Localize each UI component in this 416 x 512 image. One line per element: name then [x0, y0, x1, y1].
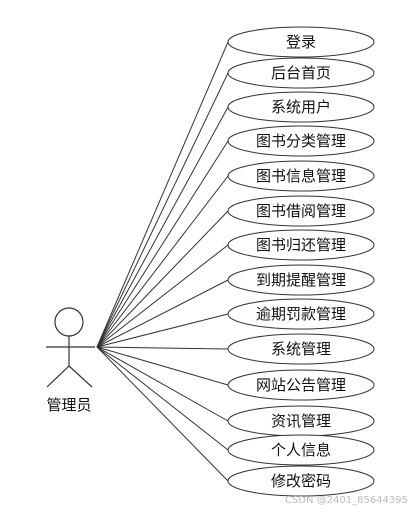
use-case: 资讯管理 — [227, 405, 375, 437]
use-case-label: 图书借阅管理 — [256, 202, 346, 220]
use-case-ellipse — [227, 125, 375, 157]
use-case-label: 系统管理 — [271, 340, 331, 358]
use-case: 逾期罚款管理 — [227, 298, 375, 330]
use-case-ellipse — [227, 57, 375, 89]
actor: 管理员 — [46, 307, 95, 414]
use-case-label: 修改密码 — [271, 472, 331, 490]
association-line — [96, 140, 229, 348]
use-case-label: 网站公告管理 — [256, 376, 346, 394]
use-case-label: 图书分类管理 — [256, 132, 346, 150]
use-case-ellipse — [227, 195, 375, 227]
use-case: 图书分类管理 — [227, 125, 375, 157]
use-case: 修改密码 — [227, 465, 375, 497]
association-line — [96, 346, 229, 386]
use-case-label: 逾期罚款管理 — [256, 305, 346, 323]
use-case: 到期提醒管理 — [227, 264, 375, 296]
association-line — [96, 346, 229, 482]
use-case-ellipse — [227, 264, 375, 296]
use-case-label: 系统用户 — [271, 98, 331, 116]
use-case-ellipse — [227, 465, 375, 497]
actor-left-leg — [46, 365, 70, 388]
use-case-label: 到期提醒管理 — [256, 271, 346, 289]
use-case-ellipse — [227, 369, 375, 401]
use-case-label: 图书归还管理 — [256, 236, 346, 254]
watermark-text: CSDN @2401_85644395 — [285, 495, 408, 506]
use-case-ellipse — [227, 333, 375, 365]
actor-label: 管理员 — [46, 396, 91, 414]
association-line — [96, 346, 229, 422]
association-line — [96, 175, 229, 348]
association-line — [96, 346, 229, 451]
use-case: 网站公告管理 — [227, 369, 375, 401]
use-case-ellipse — [227, 434, 375, 466]
association-line — [96, 313, 229, 348]
use-case: 系统用户 — [227, 91, 375, 123]
association-line — [96, 210, 229, 348]
use-case-label: 后台首页 — [271, 64, 331, 82]
use-case-label: 资讯管理 — [271, 412, 331, 430]
use-case-ellipse — [227, 26, 375, 58]
use-cases: 登录后台首页系统用户图书分类管理图书信息管理图书借阅管理图书归还管理到期提醒管理… — [227, 26, 375, 497]
association-line — [96, 106, 229, 348]
use-case-label: 登录 — [286, 33, 316, 51]
use-case: 系统管理 — [227, 333, 375, 365]
use-case-ellipse — [227, 298, 375, 330]
use-case: 图书信息管理 — [227, 160, 375, 192]
use-case: 图书归还管理 — [227, 229, 375, 261]
association-line — [96, 244, 229, 348]
association-lines — [96, 41, 229, 482]
association-line — [96, 346, 229, 350]
use-case-ellipse — [227, 229, 375, 261]
use-case: 登录 — [227, 26, 375, 58]
use-case-ellipse — [227, 160, 375, 192]
use-case: 图书借阅管理 — [227, 195, 375, 227]
actor-head — [54, 307, 84, 337]
use-case-label: 个人信息 — [271, 441, 331, 459]
actor-right-leg — [68, 365, 93, 388]
use-case: 后台首页 — [227, 57, 375, 89]
use-case-ellipse — [227, 91, 375, 123]
association-line — [96, 72, 229, 348]
use-case-label: 图书信息管理 — [256, 167, 346, 185]
association-line — [96, 279, 229, 348]
use-case: 个人信息 — [227, 434, 375, 466]
association-line — [96, 41, 229, 348]
